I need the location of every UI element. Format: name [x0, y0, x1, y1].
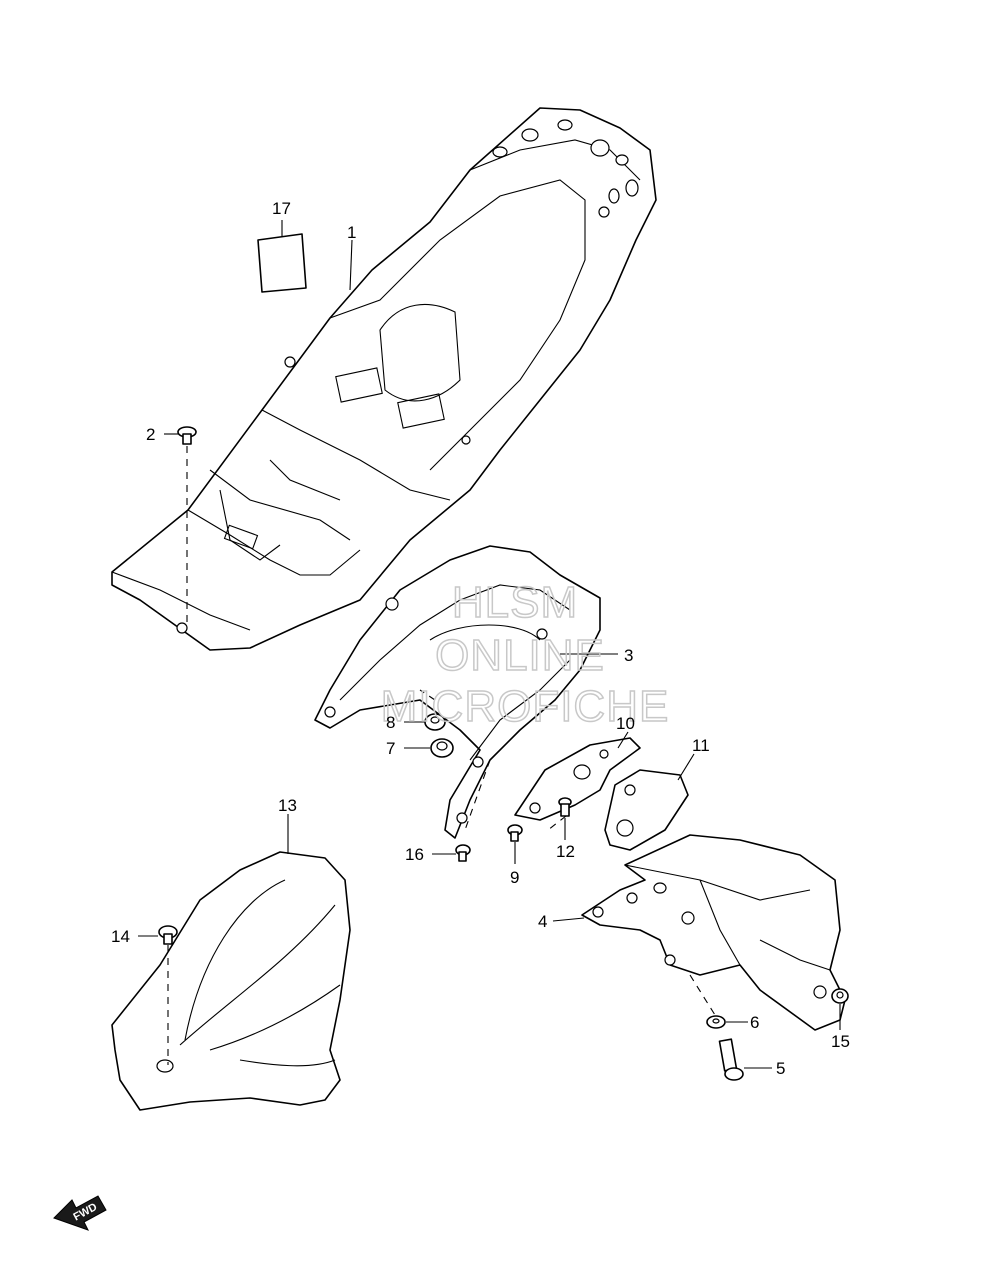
callout-7: 7 — [386, 739, 395, 758]
watermark-line-3: MICROFICHE — [381, 682, 670, 731]
callout-16: 16 — [405, 845, 424, 864]
callout-17: 17 — [272, 199, 291, 218]
part-14-screw — [158, 925, 178, 945]
callout-14: 14 — [111, 927, 130, 946]
callout-11: 11 — [692, 736, 710, 755]
callout-12: 12 — [556, 842, 575, 861]
part-17-label-plate — [257, 233, 307, 293]
leader-lines — [138, 220, 841, 1069]
part-3-inner-panel — [314, 545, 601, 839]
callout-13: 13 — [278, 796, 297, 815]
part-10-bracket — [514, 737, 641, 821]
callout-3: 3 — [624, 646, 633, 665]
watermark-line-2: ONLINE — [435, 631, 605, 680]
callout-2: 2 — [146, 425, 155, 444]
callout-8: 8 — [386, 713, 395, 732]
part-1-rear-fender — [111, 107, 657, 651]
callout-10: 10 — [616, 714, 635, 733]
part-7-collar — [430, 738, 454, 758]
part-12-bolt — [558, 797, 572, 817]
part-5-bolt — [718, 1038, 744, 1081]
part-2-screw — [177, 426, 197, 445]
part-11-bracket — [604, 769, 689, 851]
assembly-lines — [167, 446, 716, 1065]
callout-6: 6 — [750, 1013, 759, 1032]
part-9-screw — [507, 824, 523, 842]
part-4-license-bracket — [581, 834, 846, 1031]
callout-labels: 17 1 2 3 8 7 10 11 12 16 9 13 14 4 6 5 1… — [111, 199, 850, 1078]
callout-1: 1 — [347, 223, 356, 242]
watermark-line-1: HLSM — [452, 578, 578, 627]
part-16-screw — [455, 844, 471, 862]
callout-5: 5 — [776, 1059, 785, 1078]
callout-4: 4 — [538, 912, 547, 931]
part-13-front-fender — [111, 851, 351, 1111]
part-6-washer — [706, 1015, 726, 1029]
watermark: HLSM ONLINE MICROFICHE — [380, 577, 670, 732]
part-15-washer — [831, 988, 849, 1004]
callout-9: 9 — [510, 868, 519, 887]
fwd-direction-badge: FWD — [53, 1195, 107, 1231]
callout-15: 15 — [831, 1032, 850, 1051]
